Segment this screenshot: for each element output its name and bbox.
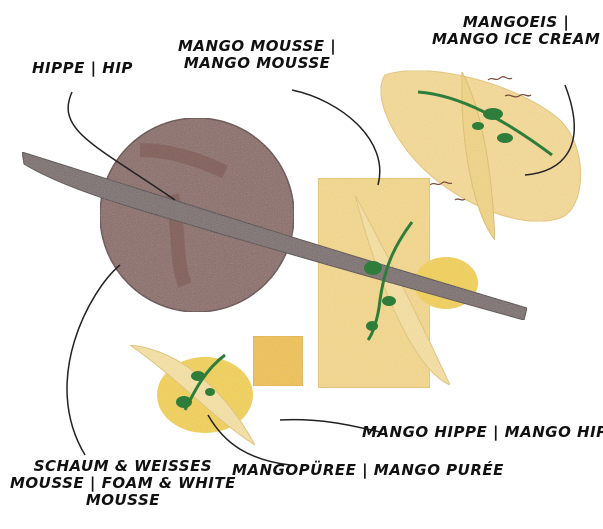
label-hip: HIPPE | HIP bbox=[32, 60, 133, 77]
label-foam-white-mousse: SCHAUM & WEISSES MOUSSE | FOAM & WHITE M… bbox=[10, 458, 236, 509]
label-mango-hip: MANGO HIPPE | MANGO HIP bbox=[362, 424, 603, 441]
mango-cube bbox=[253, 336, 303, 386]
label-mango-ice-cream: MANGOEIS | MANGO ICE CREAM bbox=[432, 14, 600, 48]
label-mango-mousse: MANGO MOUSSE | MANGO MOUSSE bbox=[178, 38, 336, 72]
label-mango-puree: MANGOPÜREE | MANGO PURÉE bbox=[232, 462, 504, 479]
